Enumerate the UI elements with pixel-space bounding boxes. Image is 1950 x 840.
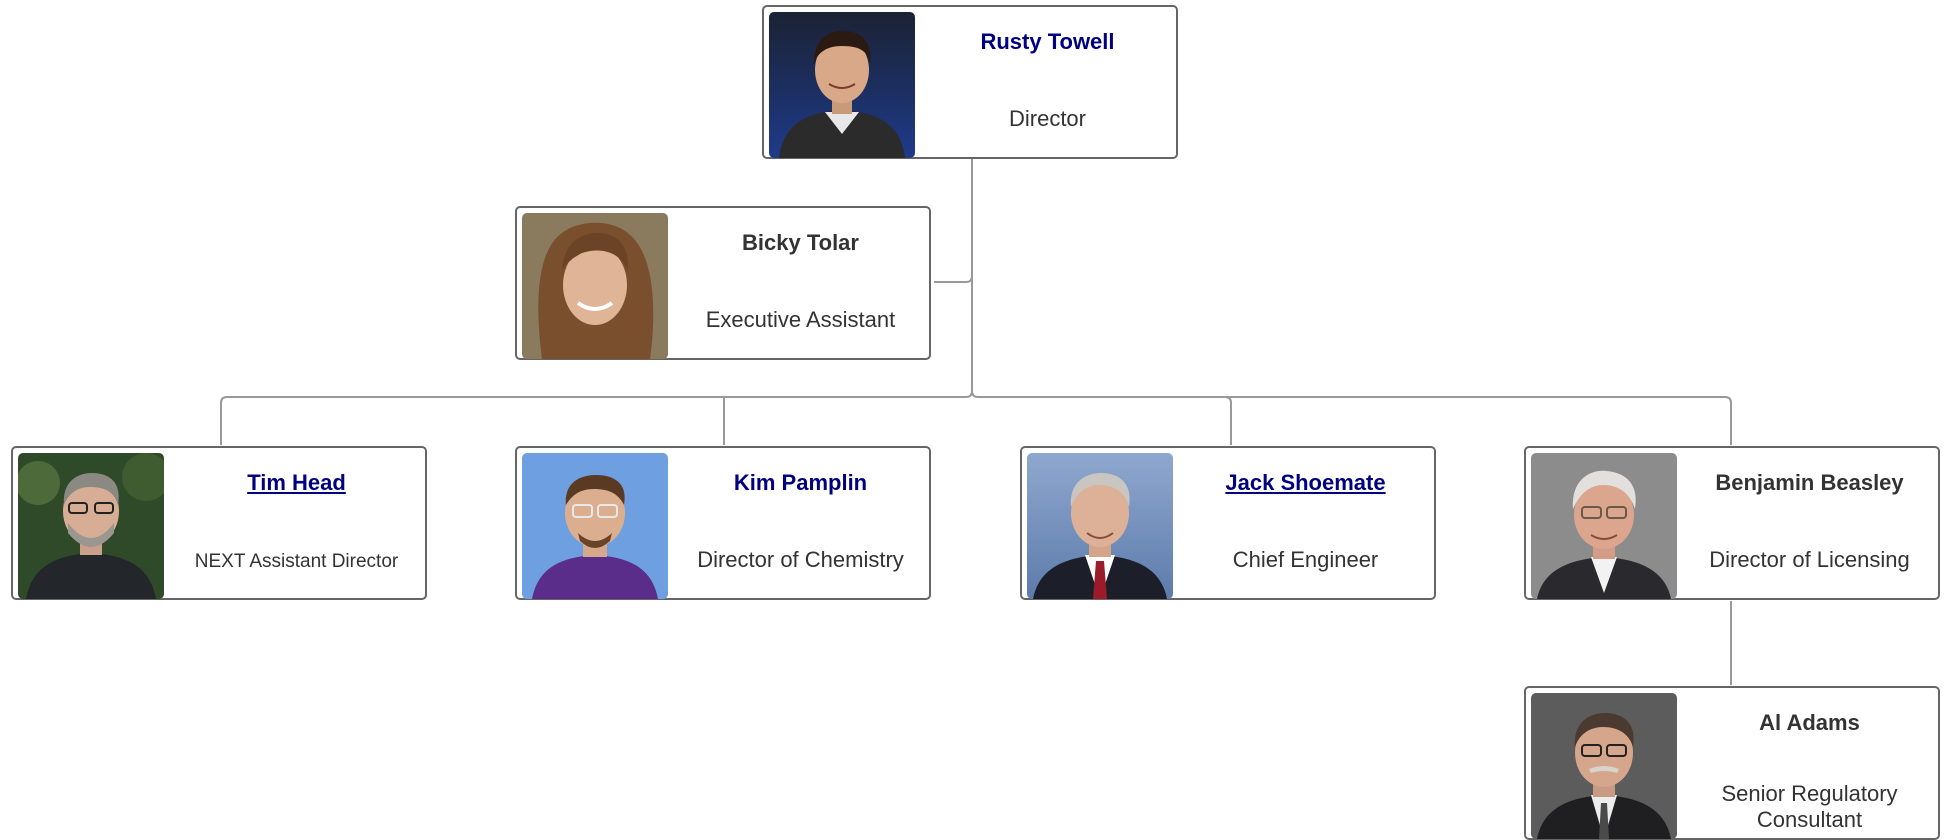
person-title: Senior Regulatory Consultant xyxy=(1721,781,1898,832)
org-node-rusty-towell[interactable]: Rusty Towell Director xyxy=(762,5,1178,159)
portrait-photo xyxy=(769,12,915,158)
person-name[interactable]: Rusty Towell xyxy=(980,29,1115,54)
org-node-kim-pamplin[interactable]: Kim Pamplin Director of Chemistry xyxy=(515,446,931,600)
connector-rusty-trunk xyxy=(965,159,973,398)
portrait-photo xyxy=(1027,453,1173,599)
person-name[interactable]: Jack Shoemate xyxy=(1225,470,1386,495)
person-title: Director of Licensing xyxy=(1709,547,1910,572)
connector-rusty-tim xyxy=(220,396,966,445)
connector-rusty-jack xyxy=(971,390,1232,445)
org-node-tim-head[interactable]: Tim Head NEXT Assistant Director xyxy=(11,446,427,600)
person-name[interactable]: Tim Head xyxy=(247,470,346,495)
portrait-photo xyxy=(1531,453,1677,599)
org-node-jack-shoemate[interactable]: Jack Shoemate Chief Engineer xyxy=(1020,446,1436,600)
connector-rusty-benjamin xyxy=(1225,396,1732,445)
person-title: Director xyxy=(1008,106,1086,131)
person-title: Executive Assistant xyxy=(705,307,896,332)
portrait-photo xyxy=(522,213,668,359)
org-node-al-adams[interactable]: Al Adams Senior Regulatory Consultant xyxy=(1524,686,1940,840)
portrait-photo xyxy=(1531,693,1677,839)
person-name[interactable]: Kim Pamplin xyxy=(733,470,868,495)
portrait-photo xyxy=(18,453,164,599)
connector-rusty-bicky xyxy=(934,275,973,283)
org-node-bicky-tolar[interactable]: Bicky Tolar Executive Assistant xyxy=(515,206,931,360)
portrait-photo xyxy=(522,453,668,599)
person-title: NEXT Assistant Director xyxy=(194,551,399,572)
person-title: Director of Chemistry xyxy=(697,547,904,572)
person-name: Bicky Tolar xyxy=(742,230,859,255)
person-title: Chief Engineer xyxy=(1232,547,1379,572)
org-node-benjamin-beasley[interactable]: Benjamin Beasley Director of Licensing xyxy=(1524,446,1940,600)
person-name: Benjamin Beasley xyxy=(1715,470,1904,495)
person-name: Al Adams xyxy=(1759,710,1860,735)
